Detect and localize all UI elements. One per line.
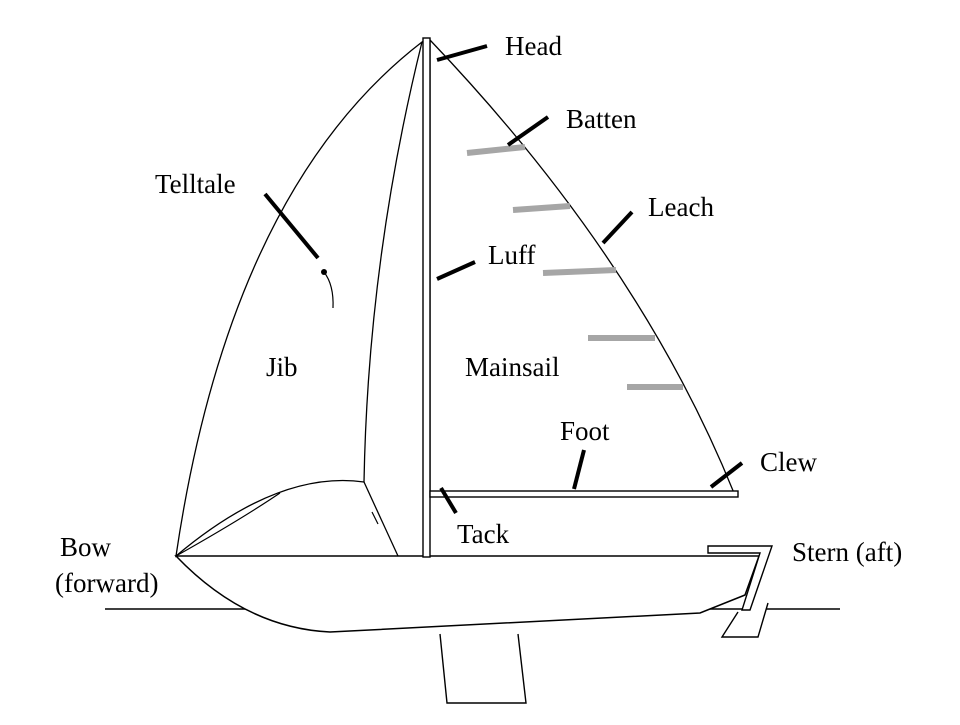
mainsail [429, 38, 735, 494]
label-bow-line1: Bow [60, 532, 112, 562]
label-jib: Jib [266, 352, 298, 382]
rudder [720, 602, 769, 638]
label-telltale: Telltale [155, 169, 236, 199]
leader-head [436, 44, 488, 62]
batten-3 [542, 267, 617, 276]
telltale-string [323, 271, 334, 309]
mast [422, 37, 431, 558]
label-tack: Tack [457, 519, 510, 549]
jib-lower-panel [363, 481, 399, 557]
label-bow-line2: (forward) [55, 568, 158, 598]
label-stern: Stern (aft) [792, 537, 902, 567]
hull [174, 555, 761, 633]
label-leach: Leach [648, 192, 714, 222]
boom [429, 490, 739, 498]
batten-2 [512, 203, 571, 213]
batten-1 [466, 144, 526, 156]
leader-luff [436, 260, 476, 281]
leader-telltale [263, 192, 320, 260]
label-clew: Clew [760, 447, 817, 477]
label-batten: Batten [566, 104, 637, 134]
tiller [707, 545, 773, 611]
label-mainsail: Mainsail [465, 352, 560, 382]
label-foot: Foot [560, 416, 610, 446]
jib-foot-curve [175, 492, 281, 557]
leader-leach [601, 210, 634, 245]
leader-foot [572, 449, 586, 490]
leader-tack [439, 486, 458, 515]
jib-sail [175, 40, 424, 558]
keel [439, 633, 527, 704]
label-luff: Luff [488, 240, 536, 270]
leader-batten [506, 115, 550, 147]
label-head: Head [505, 31, 562, 61]
leader-clew [709, 461, 744, 489]
jib-sheet [371, 511, 379, 525]
